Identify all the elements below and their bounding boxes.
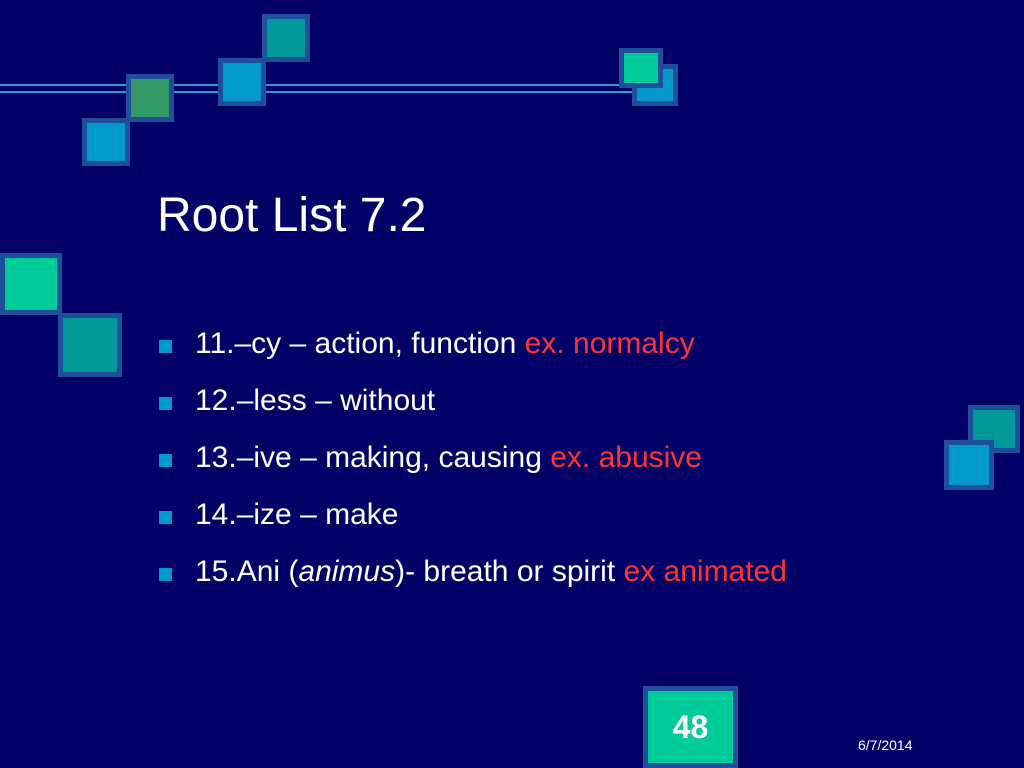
list-item: 12.–less – without: [157, 383, 877, 419]
bullet-text-continued: )- breath or spirit: [395, 555, 624, 588]
decorative-rule-bottom: [0, 91, 660, 93]
list-item: 14.–ize – make: [157, 497, 877, 533]
page-number-box: 48: [643, 686, 738, 768]
example-text: ex animated: [623, 555, 787, 588]
decorative-square: [619, 48, 663, 88]
list-item: 15.Ani (animus)- breath or spirit ex ani…: [157, 554, 877, 590]
page-number: 48: [672, 708, 709, 745]
example-text: ex. normalcy: [524, 327, 695, 360]
square-bullet-icon: [159, 454, 172, 467]
decorative-square: [0, 253, 62, 315]
decorative-square: [126, 74, 174, 122]
bullet-text: 11.–cy – action, function: [195, 327, 525, 360]
slide-title: Root List 7.2: [157, 189, 427, 242]
decorative-square: [82, 118, 130, 166]
bullet-text: 14.–ize – make: [195, 498, 399, 531]
square-bullet-icon: [159, 568, 172, 581]
bullet-text: 13.–ive – making, causing: [195, 441, 551, 474]
decorative-square: [218, 58, 266, 106]
bullet-list: 11.–cy – action, function ex. normalcy 1…: [157, 326, 877, 611]
slide-date: 6/7/2014: [858, 737, 913, 753]
decorative-square: [58, 313, 122, 377]
list-item: 11.–cy – action, function ex. normalcy: [157, 326, 877, 362]
decorative-square: [262, 14, 310, 62]
square-bullet-icon: [159, 511, 172, 524]
square-bullet-icon: [159, 340, 172, 353]
decorative-square: [944, 440, 994, 490]
decorative-rule-top: [0, 84, 660, 86]
square-bullet-icon: [159, 397, 172, 410]
italic-root-text: animus: [298, 555, 396, 588]
bullet-text: 15.Ani (: [195, 555, 299, 588]
list-item: 13.–ive – making, causing ex. abusive: [157, 440, 877, 476]
example-text: ex. abusive: [550, 441, 702, 474]
bullet-text: 12.–less – without: [195, 384, 436, 417]
